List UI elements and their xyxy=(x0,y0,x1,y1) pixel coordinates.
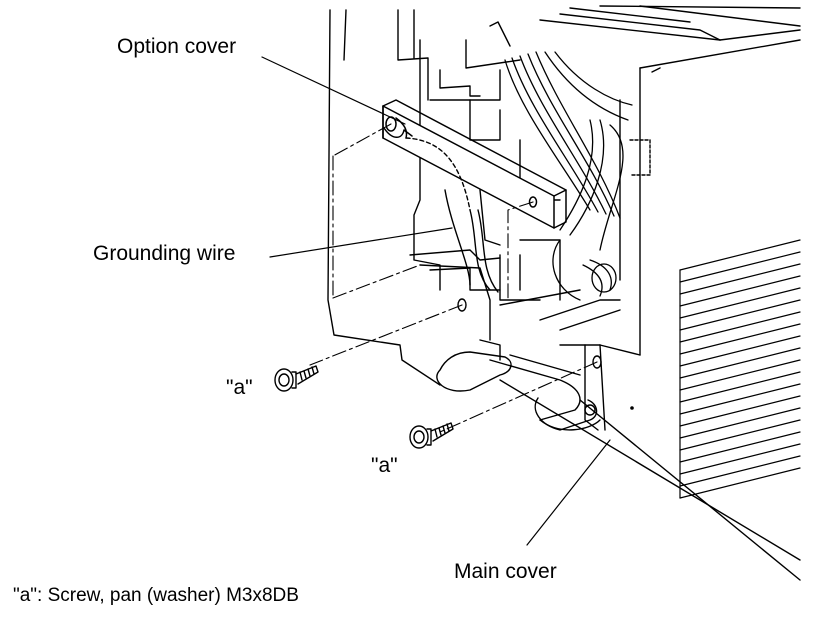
label-screw-a-upper: "a" xyxy=(226,376,253,399)
leader-lines xyxy=(261,56,611,546)
screw-a-upper xyxy=(274,365,319,392)
main-cover-point xyxy=(630,406,634,410)
screw-a-lower xyxy=(409,422,454,449)
label-grounding-wire: Grounding wire xyxy=(93,242,236,265)
legend-screw-spec: "a": Screw, pan (washer) M3x8DB xyxy=(13,585,299,606)
leader-main-cover xyxy=(526,439,611,546)
leader-grounding-wire xyxy=(269,227,453,258)
label-main-cover: Main cover xyxy=(454,560,557,583)
alignment-lines xyxy=(309,123,598,433)
label-screw-a-lower: "a" xyxy=(371,454,398,477)
housing-frame xyxy=(327,9,621,386)
wire-harness xyxy=(504,51,633,301)
main-cover-body xyxy=(499,5,801,581)
option-cover-plate xyxy=(382,99,567,229)
vent-slats xyxy=(679,239,801,499)
leader-option-cover xyxy=(261,56,406,125)
label-option-cover: Option cover xyxy=(117,35,237,58)
lower-bracket xyxy=(409,249,602,431)
cable-clamp xyxy=(436,351,601,431)
